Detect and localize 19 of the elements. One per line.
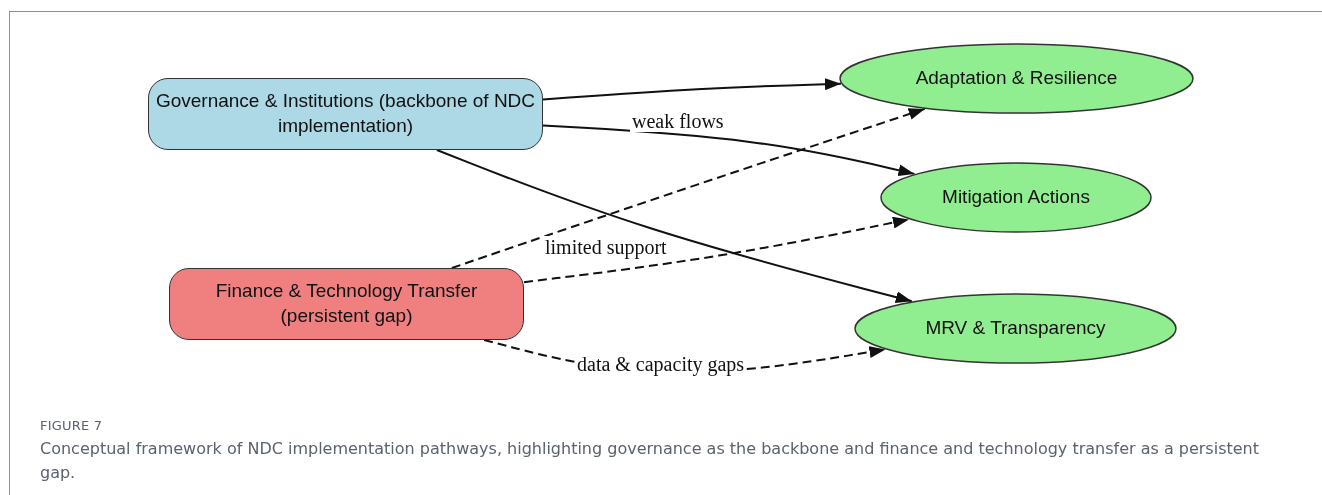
arrow — [435, 149, 913, 304]
arrow — [542, 78, 842, 101]
caption: Conceptual framework of NDC implementation pathways, highlighting governance as the backbone and finance and technology transfer as a persistent gap. — [40, 438, 1260, 484]
arrow — [542, 124, 916, 177]
dashed-arrow — [523, 216, 910, 284]
node-text: Adaptation & Resilience — [915, 66, 1118, 91]
edge-label: weak flows — [630, 110, 726, 132]
dashed-arrow — [450, 107, 926, 269]
process-box — [169, 268, 524, 340]
edge-label: limited support — [543, 236, 669, 258]
outcome-ellipse — [880, 162, 1152, 233]
node-text: Mitigation Actions — [942, 185, 1090, 210]
node-text: Finance & Technology Transfer (persistent gap) — [214, 279, 479, 328]
figure-number: FIGURE 7 — [40, 418, 103, 433]
outcome-ellipse — [854, 293, 1177, 364]
process-box — [148, 78, 543, 150]
outcome-ellipse — [839, 43, 1194, 114]
node-text: MRV & Transparency — [925, 316, 1106, 341]
node-text: Governance & Institutions (backbone of NDC implementation) — [154, 89, 537, 138]
